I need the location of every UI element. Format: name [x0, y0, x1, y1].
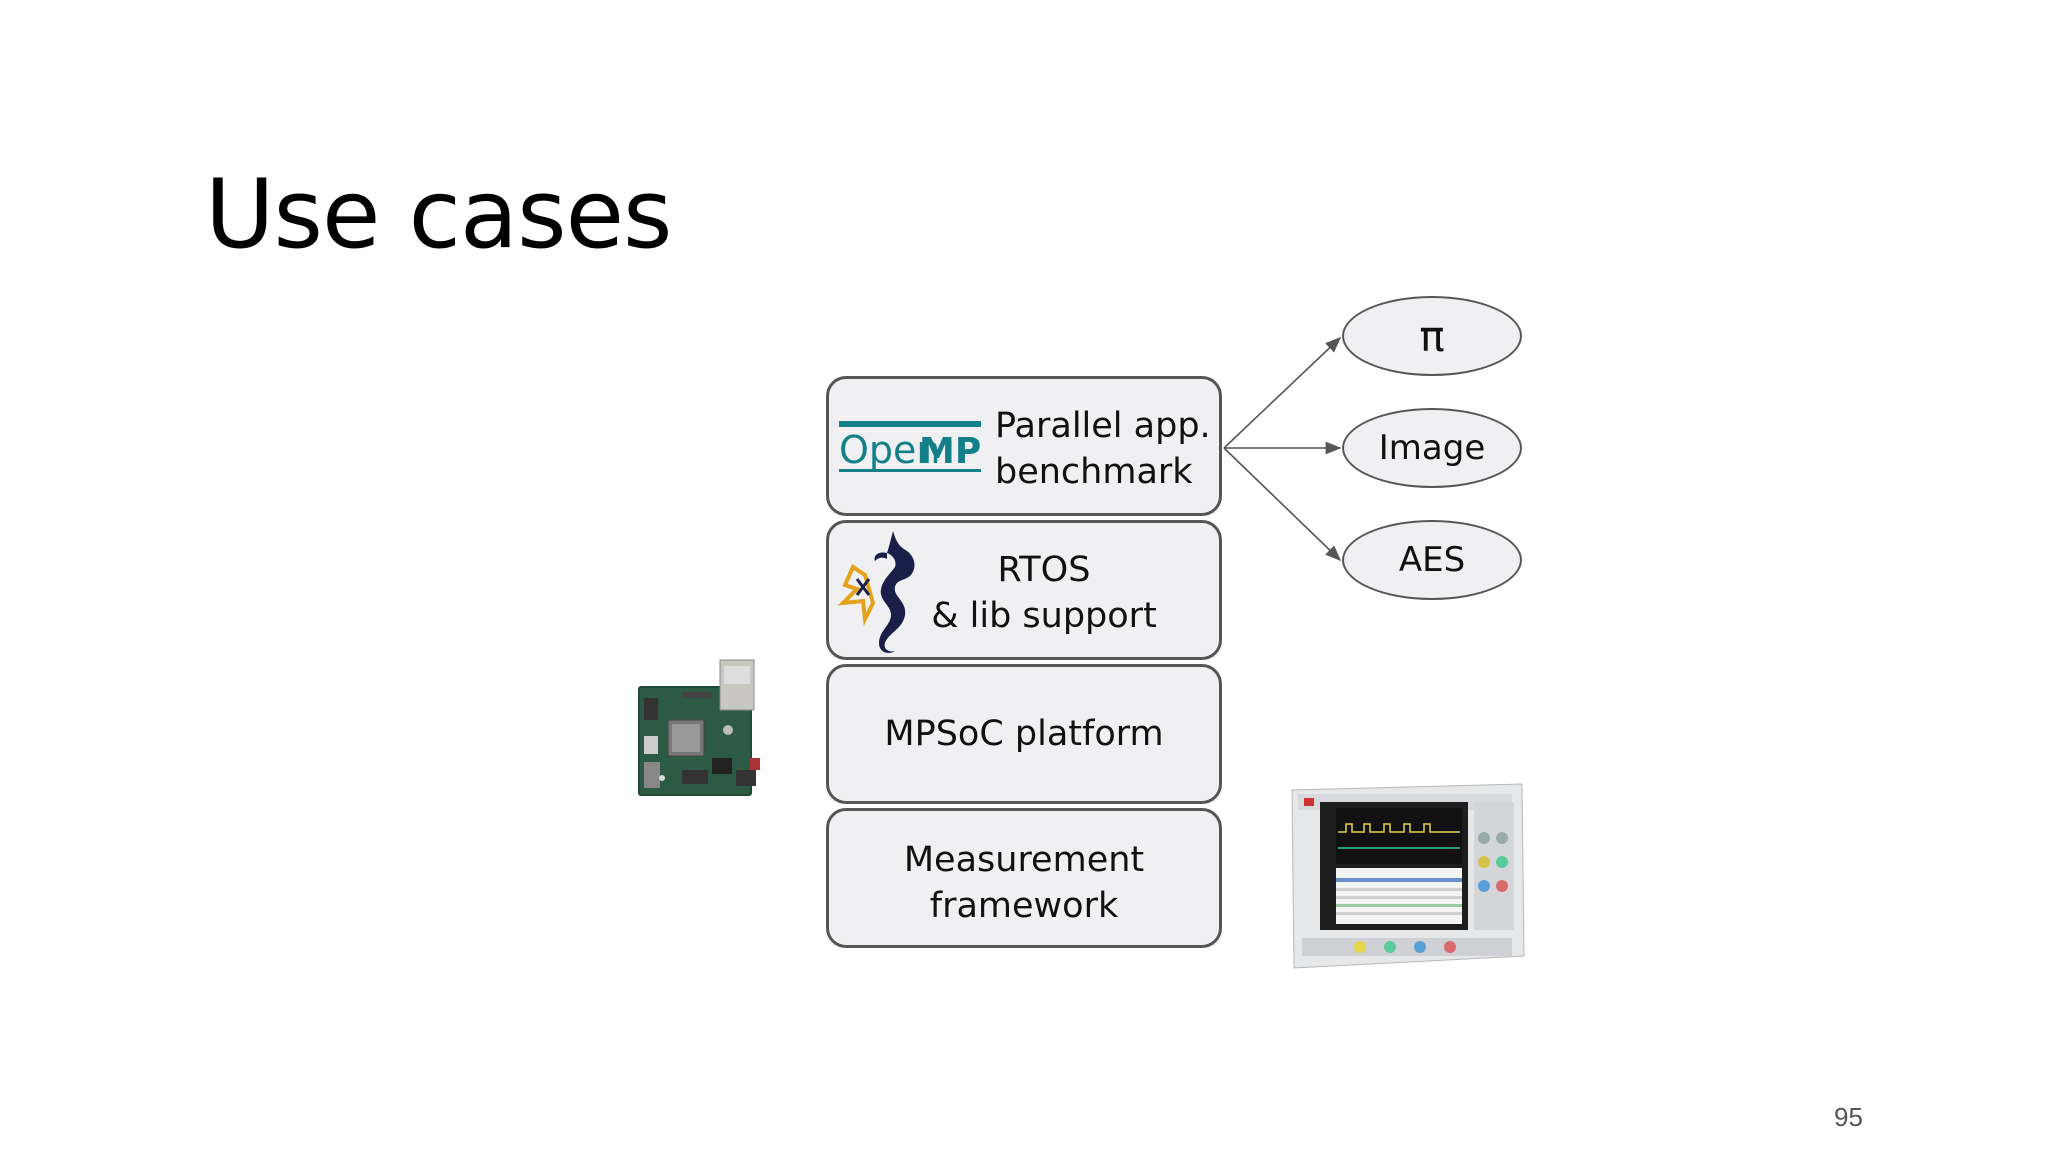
page-number: 95: [1834, 1102, 1863, 1132]
arrow-to-pi: [1223, 336, 1342, 449]
fpga-board-image: [632, 658, 772, 812]
rtos-line1: RTOS: [997, 550, 1091, 590]
oscilloscope-image: [1290, 778, 1526, 978]
rtos-dragon-logo: [835, 527, 925, 661]
benchmark-oval-pi: π: [1342, 296, 1522, 376]
arrow-to-aes: [1223, 447, 1342, 562]
benchmark-line1: Parallel app.: [995, 406, 1211, 446]
measurement-layer-box: Measurement framework: [826, 808, 1222, 948]
benchmark-oval-aes: AES: [1342, 520, 1522, 600]
openmp-logo-open: Open: [839, 428, 941, 472]
measurement-line2: framework: [929, 886, 1119, 926]
platform-label: MPSoC platform: [884, 714, 1164, 754]
openmp-logo-mp: MP: [919, 431, 981, 472]
benchmark-line2: benchmark: [995, 452, 1193, 492]
measurement-line1: Measurement: [903, 840, 1145, 880]
rtos-line2: & lib support: [931, 596, 1157, 636]
slide-title: Use cases: [205, 160, 673, 270]
platform-layer-box: MPSoC platform: [826, 664, 1222, 804]
benchmark-layer-box: Open MP Parallel app. benchmark: [826, 376, 1222, 516]
rtos-layer-box: RTOS & lib support: [826, 520, 1222, 660]
openmp-logo: Open MP: [837, 419, 983, 481]
benchmark-oval-image: Image: [1342, 408, 1522, 488]
